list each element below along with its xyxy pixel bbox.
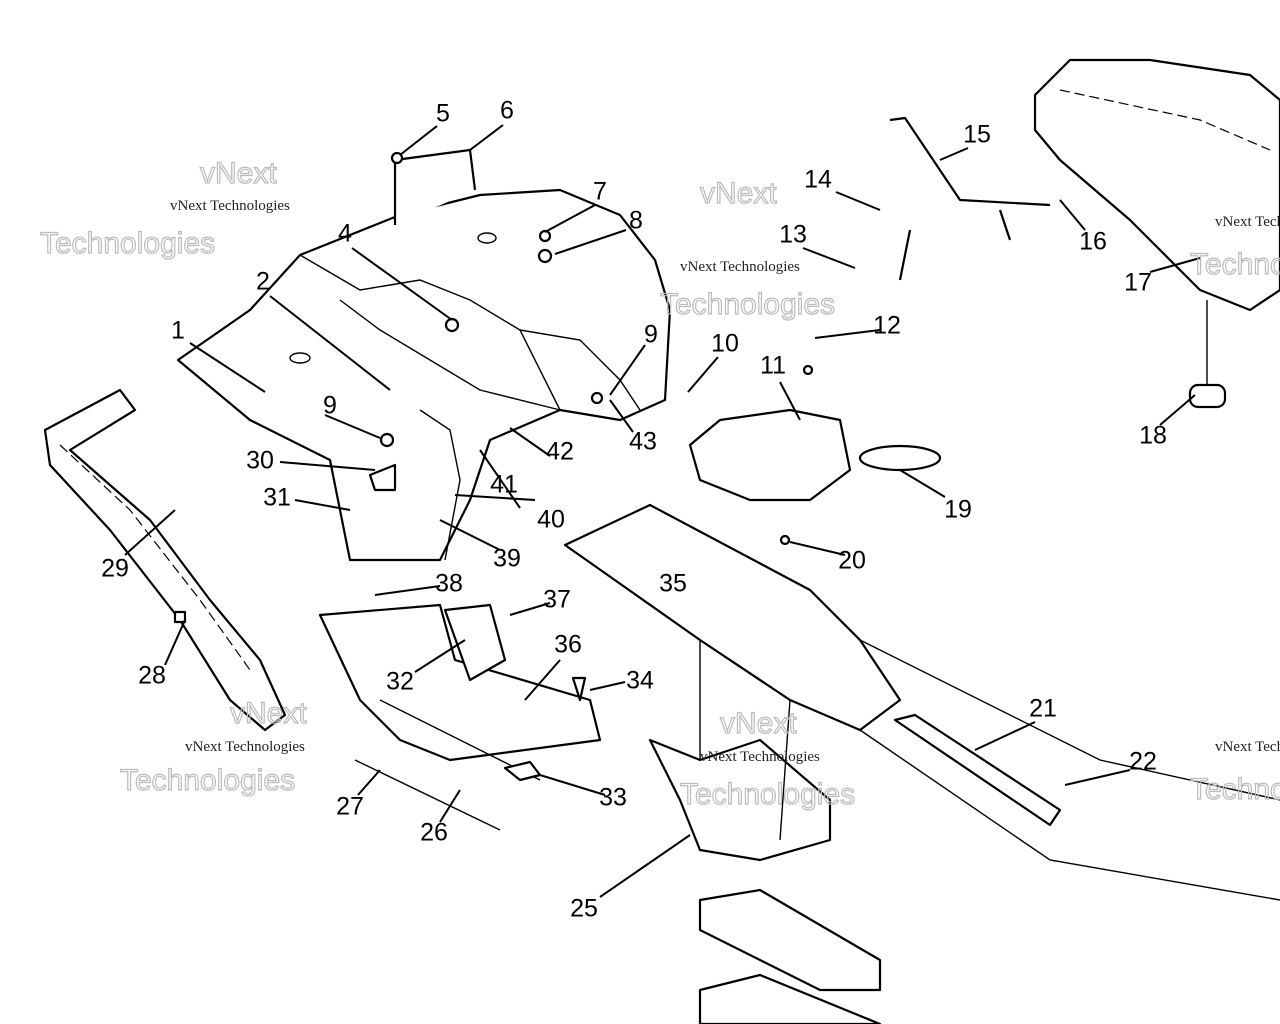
callout-36: 36	[554, 631, 582, 659]
svg-text:vNext: vNext	[200, 157, 277, 190]
leader-lines	[124, 124, 1201, 898]
callout-21: 21	[1029, 695, 1057, 723]
hardware	[173, 151, 814, 782]
svg-text:Technologies: Technologies	[1190, 248, 1280, 281]
callout-29: 29	[101, 555, 129, 583]
footwell	[318, 603, 602, 762]
callout-26: 26	[420, 819, 448, 847]
callout-28: 28	[138, 662, 166, 690]
callout-15: 15	[963, 121, 991, 149]
callout-42: 42	[546, 438, 574, 466]
frame	[563, 503, 1280, 1024]
callout-22: 22	[1129, 748, 1157, 776]
callout-11: 11	[760, 352, 786, 380]
callout-33: 33	[599, 784, 627, 812]
callout-19: 19	[944, 496, 972, 524]
callout-30: 30	[246, 447, 274, 475]
svg-text:vNext Technologies: vNext Technologies	[170, 198, 290, 214]
svg-text:vNext Technologies: vNext Technologies	[700, 749, 820, 765]
svg-text:Technologies: Technologies	[40, 227, 215, 260]
callout-9: 9	[644, 321, 658, 349]
callout-4: 4	[338, 220, 352, 248]
svg-text:Technologies: Technologies	[120, 764, 295, 797]
callout-14: 14	[804, 166, 832, 194]
rear-fender	[176, 188, 672, 562]
callout-10: 10	[711, 330, 739, 358]
svg-text:vNext Technologies: vNext Technologies	[680, 259, 800, 275]
svg-text:vNext Technologies: vNext Technologies	[185, 739, 305, 755]
svg-text:Technologies: Technologies	[1190, 773, 1280, 806]
storage-cover	[688, 408, 852, 502]
seat	[1033, 58, 1280, 312]
callout-6: 6	[500, 97, 514, 125]
callout-1: 1	[171, 317, 185, 345]
callout-32: 32	[386, 668, 414, 696]
seat-latch	[889, 116, 1051, 281]
svg-text:vNext: vNext	[230, 697, 307, 730]
callout-35: 35	[659, 570, 687, 598]
svg-text:vNext Technologies: vNext Technologies	[1215, 739, 1280, 755]
callout-40: 40	[537, 506, 565, 534]
reflector	[858, 444, 942, 472]
watermark: vNext vNext Technologies Technologies vN…	[39, 156, 1280, 811]
callout-27: 27	[336, 793, 364, 821]
callout-31: 31	[263, 484, 291, 512]
rail	[893, 713, 1062, 827]
callout-12: 12	[873, 312, 901, 340]
callout-16: 16	[1079, 228, 1107, 256]
callout-13: 13	[779, 221, 807, 249]
fender-flare	[43, 388, 287, 732]
callout-8: 8	[629, 207, 643, 235]
callout-25: 25	[570, 895, 598, 923]
callout-34: 34	[626, 667, 654, 695]
svg-text:vNext: vNext	[700, 177, 777, 210]
svg-text:vNext: vNext	[720, 707, 797, 740]
callout-43: 43	[629, 428, 657, 456]
svg-text:Technologies: Technologies	[680, 778, 855, 811]
svg-text:Technologies: Technologies	[660, 288, 835, 321]
callout-5: 5	[436, 100, 450, 128]
callout-18: 18	[1139, 422, 1167, 450]
callout-38: 38	[435, 570, 463, 598]
callout-37: 37	[543, 586, 571, 614]
callouts: 1 2 4 5 6 7 8 9 10 11 12 13 14 15 16 17 …	[101, 97, 1167, 923]
callout-20: 20	[838, 547, 866, 575]
callout-41: 41	[490, 471, 518, 499]
callout-17: 17	[1124, 269, 1152, 297]
callout-9b: 9	[323, 392, 337, 420]
grab-bar	[393, 148, 477, 225]
callout-39: 39	[493, 545, 521, 573]
mud-flap	[443, 603, 507, 682]
svg-text:vNext Technologies: vNext Technologies	[1215, 214, 1280, 230]
callout-2: 2	[256, 268, 270, 296]
callout-7: 7	[593, 178, 607, 206]
